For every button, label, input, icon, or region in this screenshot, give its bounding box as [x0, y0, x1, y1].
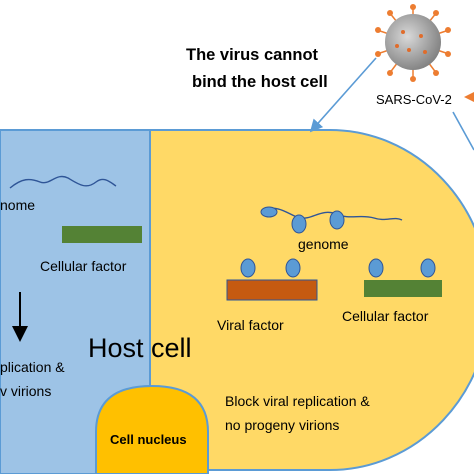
cell-nucleus [95, 384, 209, 474]
cellular-factor-receptor-1 [368, 258, 384, 278]
genome-receptor-3 [329, 210, 345, 230]
viral-factor-receptor-1 [240, 258, 256, 278]
cell-nucleus-label: Cell nucleus [110, 432, 187, 447]
left-cellular-factor-bar [62, 226, 142, 243]
virus-note-line1: The virus cannot [186, 46, 319, 64]
left-genome-label: nome [0, 197, 35, 213]
cellular-factor-receptor-2 [420, 258, 436, 278]
virus-pointer-icon [464, 92, 474, 102]
block-line1: Block viral replication & [225, 393, 370, 409]
genome-receptor-1 [260, 206, 278, 218]
left-replication-line2: v virions [0, 383, 51, 399]
viral-factor-label: Viral factor [217, 317, 284, 333]
left-cellular-factor-label: Cellular factor [40, 258, 127, 274]
viral-factor-receptor-2 [285, 258, 301, 278]
left-replication-line1: plication & [0, 359, 65, 375]
block-line2: no progeny virions [225, 417, 339, 433]
virus-icon [375, 4, 451, 82]
right-cellular-factor-label: Cellular factor [342, 308, 429, 324]
left-genome-strand [9, 175, 117, 189]
virus-note-line2: bind the host cell [192, 73, 328, 91]
virus-blocked-arrow [309, 57, 377, 133]
viral-factor-bar [226, 279, 318, 301]
genome-receptor-2 [291, 214, 307, 234]
virus-name-label: SARS-CoV-2 [376, 92, 452, 107]
right-cellular-factor-bar [364, 280, 442, 297]
right-genome-label: genome [298, 236, 349, 252]
virus-side-arrow [452, 111, 474, 151]
host-cell-label: Host cell [88, 333, 192, 363]
